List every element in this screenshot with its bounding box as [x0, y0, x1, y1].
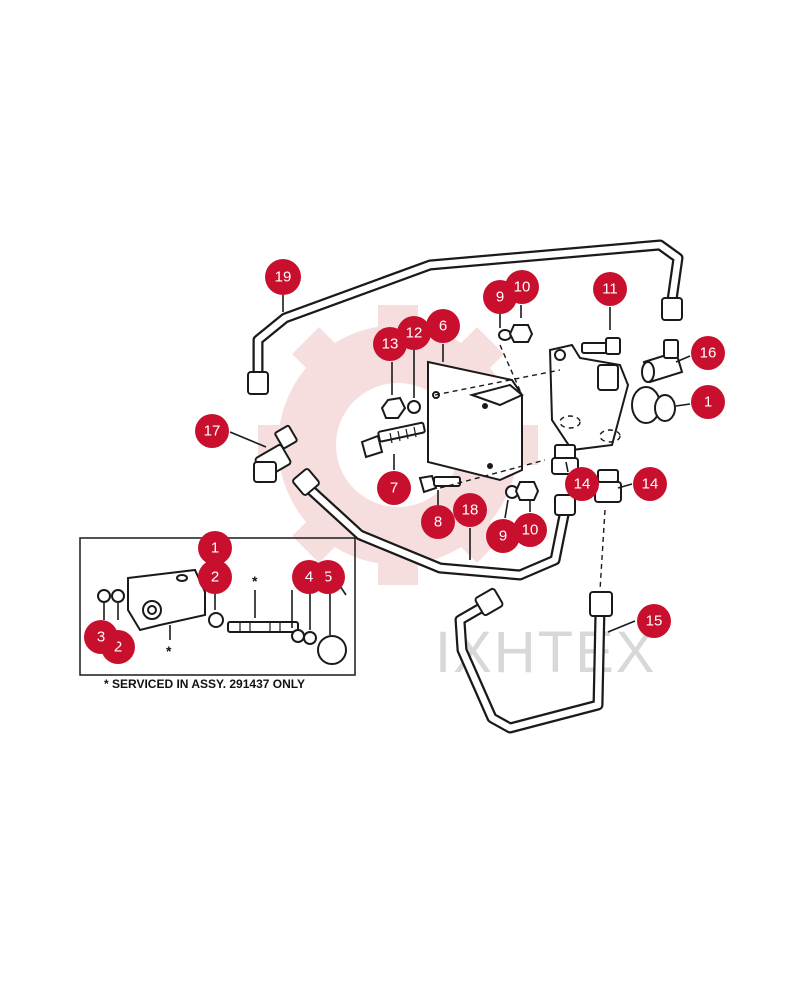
- callout-1-inset: 1: [198, 531, 232, 565]
- tube-19: [247, 239, 684, 395]
- asterisk-rod: *: [252, 573, 258, 589]
- bolt-7: [360, 421, 426, 459]
- svg-text:13: 13: [382, 336, 399, 353]
- inset-footnote: * SERVICED IN ASSY. 291437 ONLY: [104, 677, 305, 691]
- inset-exploded-view: * * * SERVICED IN ASSY. 291437 ONLY: [79, 537, 356, 691]
- svg-text:7: 7: [390, 480, 398, 497]
- svg-text:15: 15: [646, 613, 663, 630]
- callout-18: 18: [453, 493, 487, 527]
- washer-nut-top: [498, 324, 534, 343]
- callout-10-top: 10: [505, 270, 539, 304]
- callout-2-inset: 2: [198, 560, 232, 594]
- svg-text:4: 4: [305, 569, 313, 586]
- callout-10-bottom: 10: [513, 513, 547, 547]
- fitting-14-left: [551, 444, 579, 475]
- svg-text:14: 14: [642, 476, 659, 493]
- bolt-11: [581, 337, 621, 355]
- svg-text:1: 1: [211, 540, 219, 557]
- svg-text:10: 10: [522, 522, 539, 539]
- svg-text:10: 10: [514, 279, 531, 296]
- svg-text:2: 2: [114, 639, 122, 656]
- callout-4: 4: [292, 560, 326, 594]
- svg-text:9: 9: [499, 528, 507, 545]
- washer-nut-bottom: [505, 481, 540, 501]
- callout-3: 3: [84, 620, 118, 654]
- svg-text:11: 11: [602, 281, 618, 298]
- asterisk-body: *: [166, 643, 172, 659]
- svg-text:14: 14: [574, 476, 591, 493]
- svg-text:17: 17: [204, 423, 221, 440]
- svg-text:18: 18: [462, 502, 479, 519]
- svg-text:6: 6: [439, 318, 447, 335]
- valve-body-1: [548, 343, 676, 452]
- svg-text:1: 1: [704, 394, 712, 411]
- callout-9-bottom: 9: [486, 519, 520, 553]
- callout-14-right: 14: [633, 467, 667, 501]
- nut-washer-left: [380, 391, 440, 419]
- svg-text:19: 19: [275, 269, 292, 286]
- svg-text:2: 2: [211, 569, 219, 586]
- tube-15: [454, 587, 613, 734]
- callout-7: 7: [377, 471, 411, 505]
- svg-text:16: 16: [700, 345, 717, 362]
- bracket-6: [427, 360, 524, 482]
- bolt-8: [418, 474, 461, 494]
- callout-16: 16: [691, 336, 725, 370]
- svg-text:8: 8: [434, 514, 442, 531]
- callout-8: 8: [421, 505, 455, 539]
- svg-text:9: 9: [496, 289, 504, 306]
- elbow-fitting-16: [641, 339, 684, 384]
- svg-text:5: 5: [324, 569, 332, 586]
- fitting-14-right: [594, 469, 622, 503]
- callout-19: 19: [265, 259, 301, 295]
- callout-14-left: 14: [565, 467, 599, 501]
- callout-17: 17: [195, 414, 229, 448]
- callout-6: 6: [426, 309, 460, 343]
- svg-text:3: 3: [97, 629, 105, 646]
- svg-text:12: 12: [406, 325, 423, 342]
- callout-1-right: 1: [691, 385, 725, 419]
- callout-15: 15: [637, 604, 671, 638]
- tube-18: [292, 468, 576, 581]
- callout-12: 12: [397, 316, 431, 350]
- tee-fitting-17: [253, 424, 298, 483]
- callout-11: 11: [593, 272, 627, 306]
- callout-leaders: [229, 295, 691, 633]
